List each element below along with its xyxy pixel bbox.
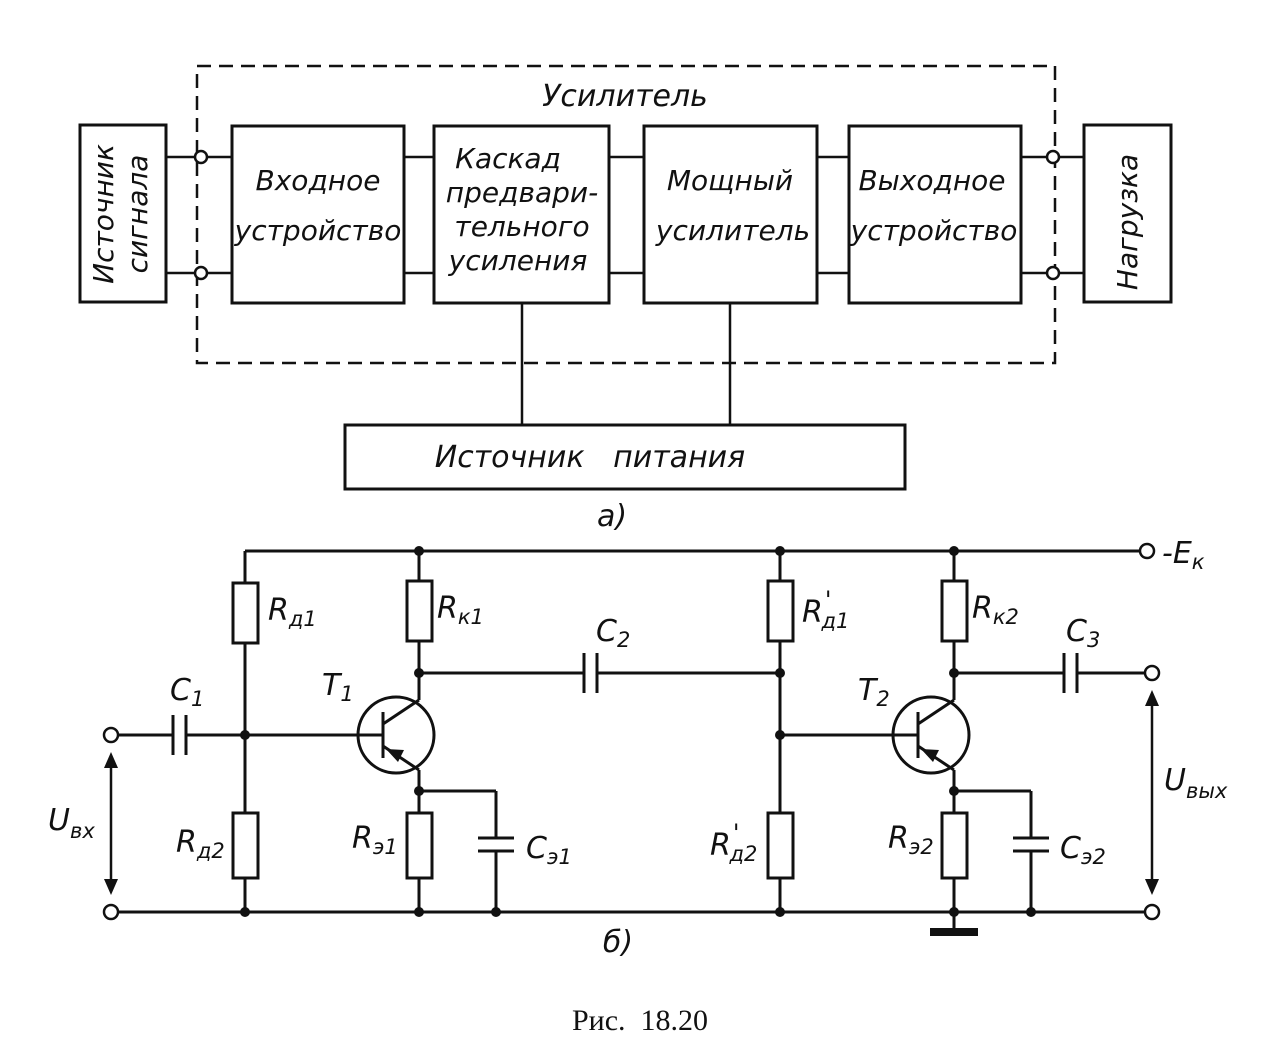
block-connections (166, 155, 1084, 425)
output-terminal-top (1045, 149, 1061, 165)
resistor-rd2-prime (766, 811, 795, 880)
uout-label: Uвых (1164, 763, 1228, 803)
preamp-line2: предвари- (446, 176, 598, 209)
resistor-rk2 (940, 579, 969, 643)
output-terminal-bottom (1045, 265, 1061, 281)
preamp-line1: Каскад (455, 142, 561, 175)
c3-label: C3 (1066, 614, 1100, 652)
resistor-re1 (405, 811, 434, 880)
rk1-label: Rк1 (437, 591, 484, 629)
amplifier-label: Усилитель (542, 79, 708, 114)
input-device-line2: устройство (234, 214, 402, 247)
rk2-label: Rк2 (972, 591, 1019, 629)
sublabel-a: а) (597, 499, 627, 534)
supply-terminal (1138, 542, 1156, 560)
rd1-prime-label: R'д1 (802, 586, 849, 633)
rd1-label: Rд1 (268, 593, 317, 631)
figure-caption: Рис. 18.20 (572, 1004, 708, 1037)
ce1-label: Cэ1 (526, 831, 572, 869)
preamp-line4: усиления (448, 244, 588, 277)
resistor-rd2 (231, 811, 260, 880)
preamp-stage-block (432, 124, 611, 305)
sublabel-b: б) (603, 925, 633, 960)
c2-label: C2 (596, 614, 630, 652)
re1-label: Rэ1 (352, 821, 398, 859)
input-device-line1: Входное (256, 164, 381, 197)
power-supply-label: Источник питания (435, 440, 745, 475)
uout-arrow (1145, 690, 1159, 895)
uin-terminal-bottom (102, 903, 120, 921)
block-diagram: Усилитель Источник сигнала (78, 64, 1173, 534)
input-terminal-top (193, 149, 209, 165)
signal-source-block (78, 123, 168, 304)
schematic: -Eк C1 C2 C3 T1 T2 Rд1 Rд2 Rк1 Rэ1 Cэ1 R… (48, 536, 1228, 960)
output-device-line2: устройство (850, 214, 1018, 247)
resistor-rk1 (405, 579, 434, 643)
ground-icon (930, 928, 978, 936)
t2-label: T2 (858, 673, 890, 711)
stage1-wiring (417, 551, 780, 912)
c1-label: C1 (170, 673, 204, 711)
power-amp-line2: усилитель (655, 214, 810, 247)
uin-terminal-top (102, 726, 120, 744)
re2-label: Rэ2 (888, 821, 934, 859)
supply-label: -Eк (1162, 536, 1205, 574)
uin-arrow (104, 752, 118, 895)
load-label: Нагрузка (1111, 154, 1144, 290)
uin-label: Uвх (48, 803, 95, 843)
junction-dots (240, 546, 1036, 917)
signal-source-line1: Источник (87, 144, 120, 284)
input-device-block (230, 124, 406, 305)
amplifier-boundary (195, 64, 1057, 365)
resistor-rd1-prime (766, 579, 795, 643)
output-device-line1: Выходное (858, 164, 1005, 197)
transistor-t2 (888, 695, 971, 775)
preamp-line3: тельного (454, 210, 589, 243)
resistor-re2 (940, 811, 969, 880)
input-terminal-bottom (193, 265, 209, 281)
rails (118, 549, 1145, 914)
t1-label: T1 (322, 668, 354, 706)
load-block (1082, 123, 1173, 304)
transistor-t1 (356, 695, 436, 775)
input-stage-wiring (118, 551, 357, 912)
resistor-rd1 (231, 581, 260, 645)
component-labels: -Eк C1 C2 C3 T1 T2 Rд1 Rд2 Rк1 Rэ1 Cэ1 R… (48, 536, 1228, 869)
ce2-label: Cэ2 (1060, 831, 1106, 869)
signal-source-line2: сигнала (121, 155, 154, 274)
power-supply-block (343, 423, 907, 491)
power-amp-line1: Мощный (667, 164, 793, 197)
uout-terminal-top (1143, 664, 1161, 682)
output-device-block (847, 124, 1023, 305)
power-amp-block (642, 124, 819, 305)
rd2-prime-label: R'д2 (710, 819, 757, 866)
stage2-divider-wiring (778, 551, 888, 912)
rd2-label: Rд2 (176, 825, 225, 863)
uout-terminal-bottom (1143, 903, 1161, 921)
